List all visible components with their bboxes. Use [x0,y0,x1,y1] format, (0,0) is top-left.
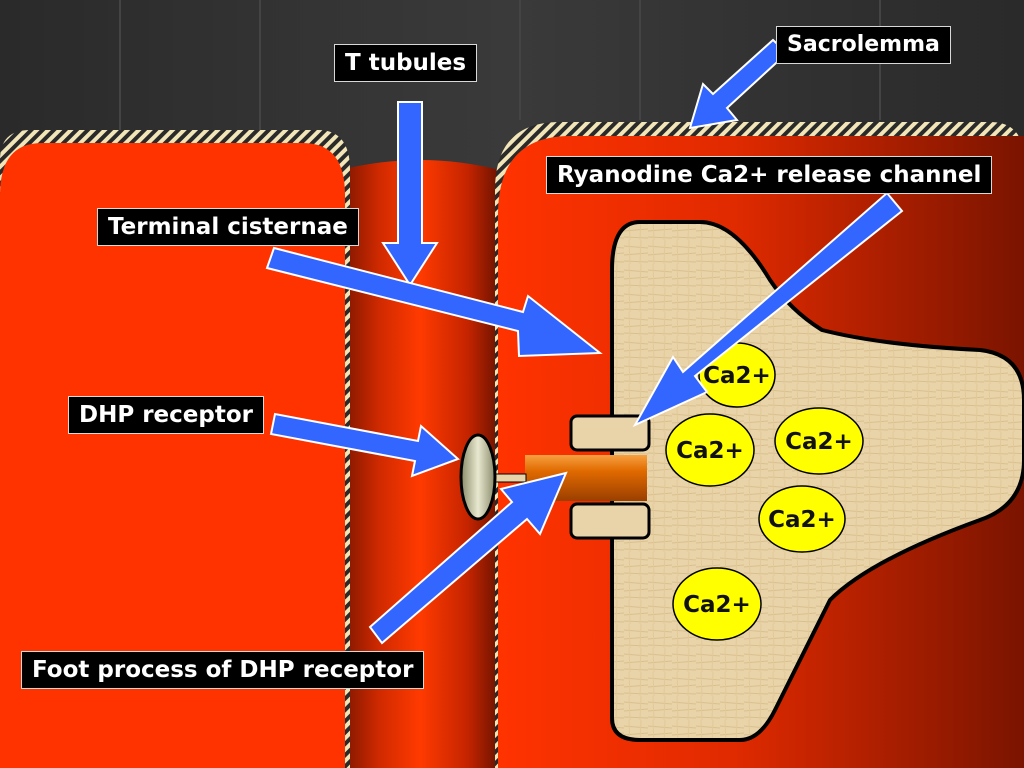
ion-3: Ca2+ [774,407,864,475]
t-tubules-arrow [381,101,439,287]
ryanodine-channel-upper [569,414,651,452]
ion-4: Ca2+ [758,485,846,553]
ion-2: Ca2+ [665,413,755,487]
ion-label: Ca2+ [683,592,751,618]
ryanodine-label: Ryanodine Ca2+ release channel [546,156,993,194]
left-muscle-fiber [0,143,345,768]
ion-5: Ca2+ [672,567,762,641]
dhp-receptor-label: DHP receptor [68,396,264,434]
dhp-receptor [459,433,497,521]
terminal-cisternae-arrow [265,246,603,358]
ion-label: Ca2+ [676,438,744,464]
ion-label: Ca2+ [785,429,853,455]
dhp-receptor-arrow [269,412,460,478]
sacrolemma-label: Sacrolemma [776,26,951,64]
foot-process-stalk [491,473,527,483]
terminal-cisternae-label: Terminal cisternae [97,208,359,246]
ion-1: Ca2+ [698,342,776,408]
ryanodine-channel-lower [569,502,651,540]
foot-process-label: Foot process of DHP receptor [21,651,425,689]
ion-label: Ca2+ [703,363,771,389]
foot-process-arrow [368,471,568,645]
ryanodine-arrow [632,191,904,428]
background-texture [119,0,881,140]
ion-label: Ca2+ [768,507,836,533]
t-tubules-label: T tubules [334,44,478,82]
